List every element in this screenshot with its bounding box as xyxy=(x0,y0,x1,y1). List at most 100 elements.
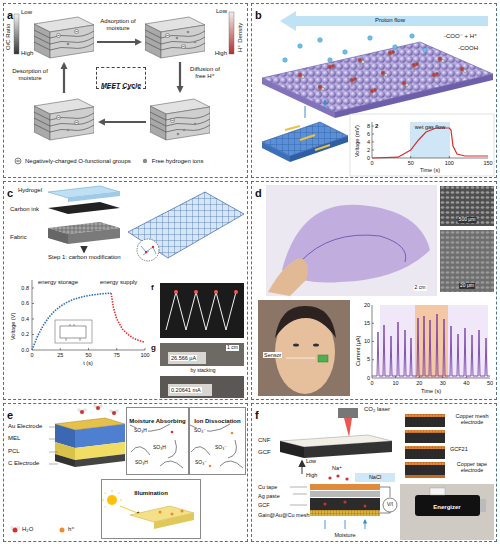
functional-group xyxy=(464,70,467,73)
cycle-arrow xyxy=(97,41,140,43)
illumination-sketch xyxy=(102,490,194,529)
ion-dots xyxy=(56,115,60,119)
ion-dots xyxy=(176,37,179,40)
figure-label: 0 xyxy=(367,375,370,381)
panel-frame: d xyxy=(251,181,497,400)
current-plot xyxy=(372,305,490,378)
panel-frame: eMoisture AbsorbingIon DissociationIllum… xyxy=(3,403,248,542)
figure-label: 0 xyxy=(370,380,373,386)
figure-label: -COOH xyxy=(458,45,478,52)
functional-group xyxy=(438,57,444,66)
figure-label: Moisture xyxy=(334,532,355,538)
stacked-device xyxy=(405,465,445,475)
cycle-arrow xyxy=(64,42,180,122)
proton xyxy=(298,44,303,49)
fabric-layers xyxy=(48,202,120,214)
face-photo xyxy=(258,300,350,396)
figure-label: 0 xyxy=(367,155,370,161)
multimeter-photo xyxy=(168,384,212,396)
figure-label: 5 xyxy=(367,356,370,362)
charge-plot xyxy=(32,280,145,350)
axis-title: Voltage (V) xyxy=(10,313,16,340)
charge-plot xyxy=(55,320,92,343)
device-sketch xyxy=(262,100,348,162)
proton xyxy=(393,45,398,50)
panel-frame: b xyxy=(251,3,497,178)
stacked-device xyxy=(405,462,445,465)
figure-label: Copper tape electrode xyxy=(449,461,495,474)
face-photo xyxy=(275,306,336,338)
layer-stack xyxy=(75,454,125,467)
face-photo xyxy=(318,355,328,362)
figure-label: C Electrode xyxy=(8,460,39,467)
figure-label: 0.0 xyxy=(21,347,29,353)
ion-dots xyxy=(177,133,180,136)
figure-label: energy storage xyxy=(38,279,78,286)
stacked-device xyxy=(405,446,445,449)
carbon-lattice xyxy=(262,42,493,112)
device-photo xyxy=(266,185,437,296)
symbol-key xyxy=(17,527,20,530)
legend-sample xyxy=(16,161,19,162)
figure-label: Energizer xyxy=(433,504,460,511)
functional-group xyxy=(385,74,388,77)
water-molecule xyxy=(110,410,112,412)
battery-photo xyxy=(480,499,486,512)
figure-label: 100 xyxy=(140,352,149,358)
proton xyxy=(368,36,373,41)
figure-label: 0 xyxy=(370,160,373,166)
figure-label: Desorption of moisture xyxy=(8,68,52,82)
figure-label: Hydrogel xyxy=(18,187,42,194)
inset-box: Moisture Absorbing xyxy=(126,407,188,475)
illumination-sketch xyxy=(159,511,162,514)
illumination-sketch xyxy=(154,513,194,529)
figure-label: 50 xyxy=(408,160,414,166)
device-photo xyxy=(266,185,437,296)
figure-label: 8 xyxy=(367,123,370,129)
cycle-arrow xyxy=(179,62,181,91)
sem-image xyxy=(440,186,494,292)
water-molecule xyxy=(100,405,102,407)
figure-label: h⁺ xyxy=(68,526,75,533)
functional-group xyxy=(350,77,357,87)
film-slab xyxy=(304,441,392,458)
figure-label: SO₃⁻ xyxy=(214,445,228,451)
fabric-layers xyxy=(83,246,85,252)
cross-section xyxy=(324,503,327,506)
voltage-plot xyxy=(372,122,488,158)
cycle-arrow xyxy=(100,121,146,123)
multimeter-photo xyxy=(168,352,206,364)
ion-dots xyxy=(74,29,78,33)
cross-section xyxy=(290,484,397,529)
functional-group xyxy=(402,81,408,90)
figure-label: V/I xyxy=(387,502,393,508)
cross-section xyxy=(344,501,347,504)
figure-label: 20 xyxy=(416,380,422,386)
functional-group xyxy=(358,58,364,67)
ion-dots xyxy=(170,118,174,122)
stacked-device xyxy=(405,475,445,478)
panel-frame: f xyxy=(251,403,497,542)
stacked-device xyxy=(405,446,445,449)
legend-text: Negatively-charged O-functional groups xyxy=(25,158,131,164)
cross-section xyxy=(290,487,307,505)
functional-group xyxy=(406,84,409,87)
current-plot xyxy=(372,314,490,376)
functional-group xyxy=(381,71,387,80)
stacked-device xyxy=(405,449,445,459)
figure-label: 75 xyxy=(114,352,120,358)
figure-label: NaCl xyxy=(368,474,382,480)
laser-head xyxy=(338,408,358,418)
ion-dots xyxy=(56,33,60,37)
figure-label: Ag paste xyxy=(258,493,280,499)
figure-label: Diffusion of free H⁺ xyxy=(185,66,225,80)
h-density-bar xyxy=(229,12,234,54)
figure-label: 50 xyxy=(487,380,493,386)
polymer-network xyxy=(130,424,243,468)
figure-label: 0.4 xyxy=(21,316,29,322)
graphene-slab xyxy=(145,17,205,58)
box-title: Moisture Absorbing xyxy=(129,418,185,425)
led-photo xyxy=(160,283,244,338)
film-slab xyxy=(280,441,304,458)
polymer-network xyxy=(130,424,183,468)
